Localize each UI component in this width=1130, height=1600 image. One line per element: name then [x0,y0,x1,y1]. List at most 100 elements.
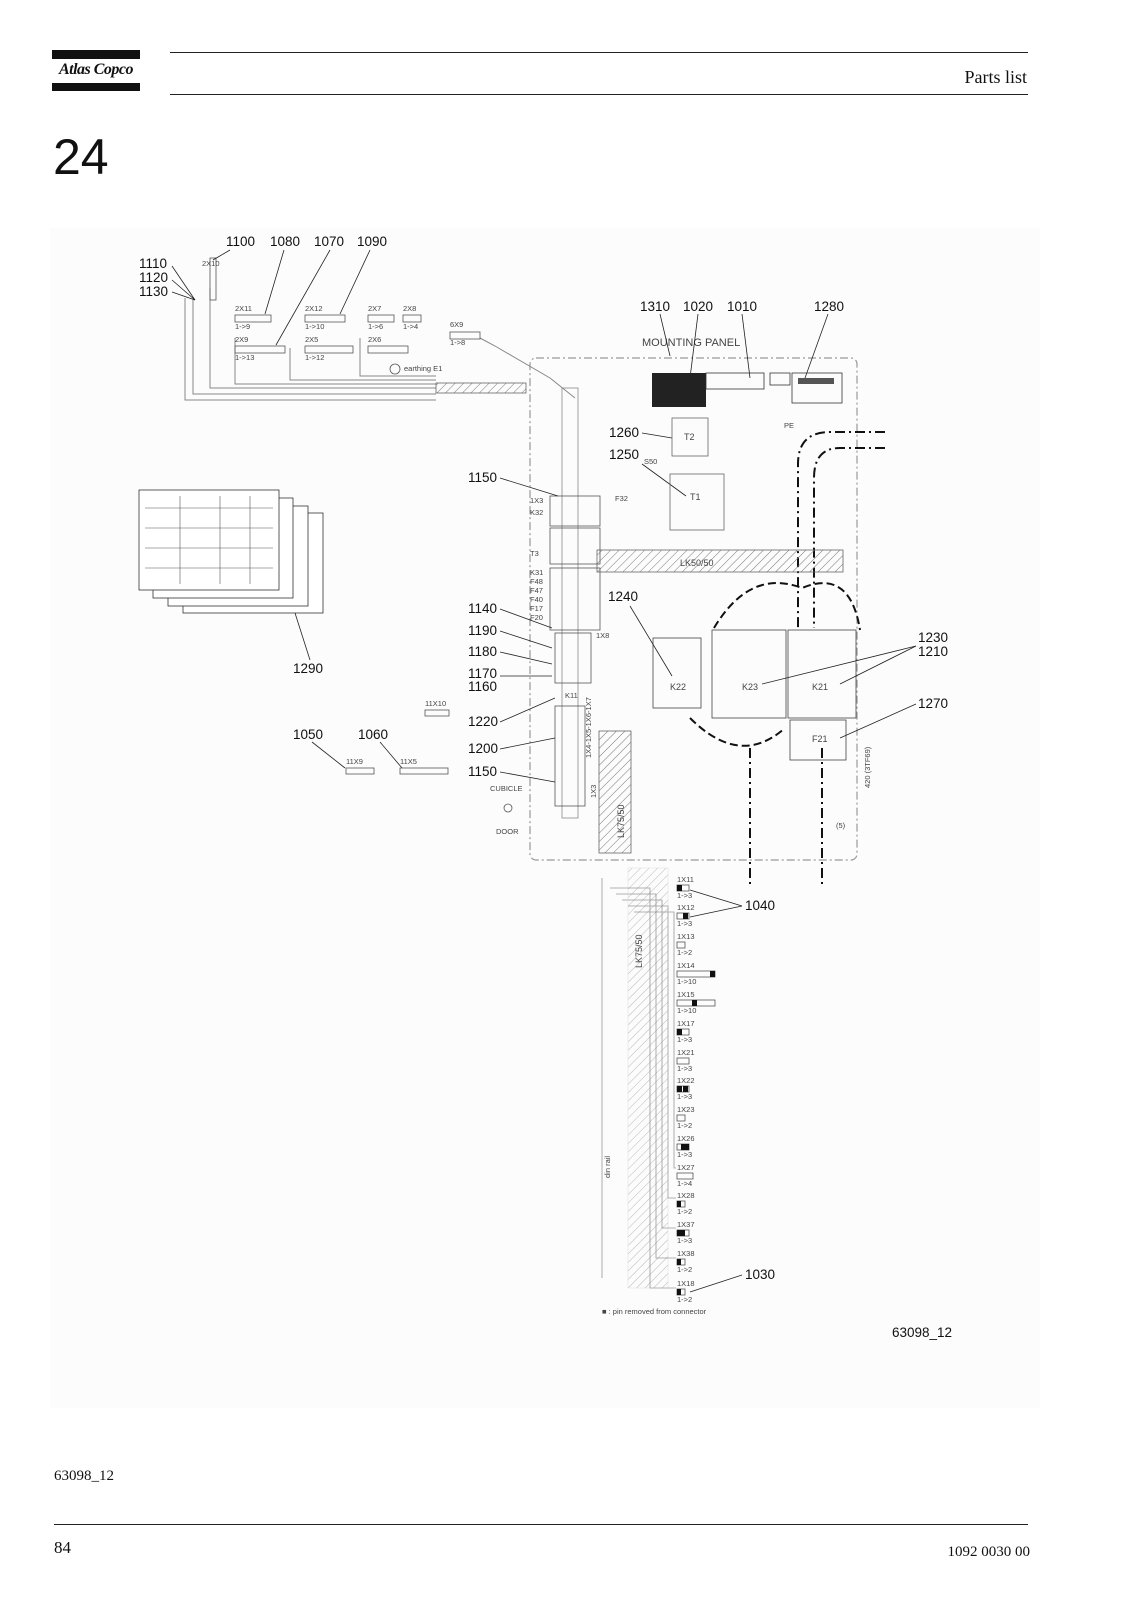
callout-1180: 1180 [468,644,497,659]
callout-1010: 1010 [727,299,757,314]
range-1x11: 1->3 [677,891,692,900]
callout-1070: 1070 [314,234,344,249]
callout-1290: 1290 [293,661,323,676]
tag-2x12: 2X12 [305,304,323,313]
tag-f21: F21 [812,734,828,744]
cable-duct-lk75-inner [598,730,632,854]
callout-1110: 1110 [139,256,167,271]
footer-rule [54,1524,1028,1525]
tag-2x8: 2X8 [403,304,416,313]
main-cable-a [797,431,885,628]
drawing-canvas: MOUNTING PANEL [50,228,1040,1408]
range-1x18: 1->2 [677,1295,692,1304]
section-number: 24 [53,129,109,185]
range-1-13: 1->13 [235,353,254,362]
tag-1x13: 1X13 [677,932,695,941]
range-1x22: 1->3 [677,1092,692,1101]
cable-duct-lk75-outer [627,867,669,1289]
tag-t1: T1 [690,492,701,502]
callout-1060: 1060 [358,727,388,742]
tag-door: DOOR [496,827,519,836]
exploded-wiring-drawing: MOUNTING PANEL [50,228,1040,1408]
range-1x17: 1->3 [677,1035,692,1044]
figure-id: 63098_12 [892,1325,952,1340]
callout-1020: 1020 [683,299,713,314]
callout-1150-bottom: 1150 [468,764,497,779]
tag-11x9: 11X9 [346,757,363,766]
range-1x27: 1->4 [677,1179,692,1188]
callout-1160: 1160 [468,679,497,694]
tag-2x5: 2X5 [305,335,318,344]
range-1x26: 1->3 [677,1150,692,1159]
tag-1x3-bottom: 1X3 [589,785,598,798]
range-1x12: 1->3 [677,919,692,928]
overload-f21 [789,719,847,761]
callout-1140: 1140 [468,601,497,616]
tag-f40: F40 [530,595,543,604]
top-leaders [171,249,829,379]
atlas-copco-logo: Atlas Copco [52,50,140,94]
figure-reference: 63098_12 [54,1468,114,1484]
callout-1090: 1090 [357,234,387,249]
tag-11x5: 11X5 [400,757,417,766]
tag-1x12: 1X12 [677,903,695,912]
label-plate-1020 [652,373,706,407]
range-1-12: 1->12 [305,353,324,362]
tag-sideref: 420 (3TF69) [863,746,872,788]
range-1-9: 1->9 [235,322,250,331]
callout-1080: 1080 [270,234,300,249]
tag-1x22: 1X22 [677,1076,695,1085]
callout-1280: 1280 [814,299,844,314]
mounting-panel-outline [529,357,858,861]
page-title: Parts list [964,67,1027,87]
tag-lk7550-outer: LK75/50 [634,934,644,968]
callout-1150-top: 1150 [468,470,497,485]
callout-1230: 1230 [918,630,948,645]
mounting-panel-label: MOUNTING PANEL [642,337,740,349]
callout-1120: 1120 [139,270,168,285]
callout-1130: 1130 [139,284,168,299]
range-1x23: 1->2 [677,1121,692,1130]
tag-1x8: 1X8 [596,631,609,640]
page-number: 84 [54,1538,71,1557]
tag-2x7: 2X7 [368,304,381,313]
tag-f17: F17 [530,604,543,613]
contactor-k23 [711,629,787,719]
label-small [769,372,791,386]
tag-cubicle: CUBICLE [490,784,523,793]
tag-pe: PE [784,421,794,430]
tag-1x38: 1X38 [677,1249,695,1258]
tag-1x23: 1X23 [677,1105,695,1114]
label-plate-1010 [705,372,765,390]
tag-k22: K22 [670,682,686,692]
callout-1050: 1050 [293,727,323,742]
top-harness [184,288,576,401]
tag-k32: K32 [530,508,543,517]
connector-ladder: 1X11 1->3 1X12 1->3 1X13 1->2 1X14 1->10… [676,875,716,1304]
range-1-6: 1->6 [368,322,383,331]
callout-1210: 1210 [918,644,948,659]
top-cable-duct [435,382,527,394]
contactor-k22 [652,637,702,709]
document-set-1290 [138,489,324,614]
header-rule-bottom [170,94,1028,95]
tag-1x18: 1X18 [677,1279,695,1288]
callout-1260: 1260 [609,425,639,440]
pin-removed-note: ■ : pin removed from connector [602,1307,707,1316]
callout-1100: 1100 [226,234,255,249]
tag-k31: K31 [530,568,543,577]
document-number: 1092 0030 00 [947,1544,1031,1560]
range-1-4: 1->4 [403,322,418,331]
tag-1x27: 1X27 [677,1163,695,1172]
tag-1x15: 1X15 [677,990,695,999]
range-1x14: 1->10 [677,977,696,986]
logo-bar-bottom [52,83,140,91]
tag-t3: T3 [530,549,539,558]
range-1-8: 1->8 [450,338,465,347]
din-rail-vertical [561,387,579,819]
range-1x38: 1->2 [677,1265,692,1274]
tag-2x6: 2X6 [368,335,381,344]
callout-1040: 1040 [745,898,775,913]
contactor-wiring-top [713,582,861,631]
tag-t2: T2 [684,432,695,442]
